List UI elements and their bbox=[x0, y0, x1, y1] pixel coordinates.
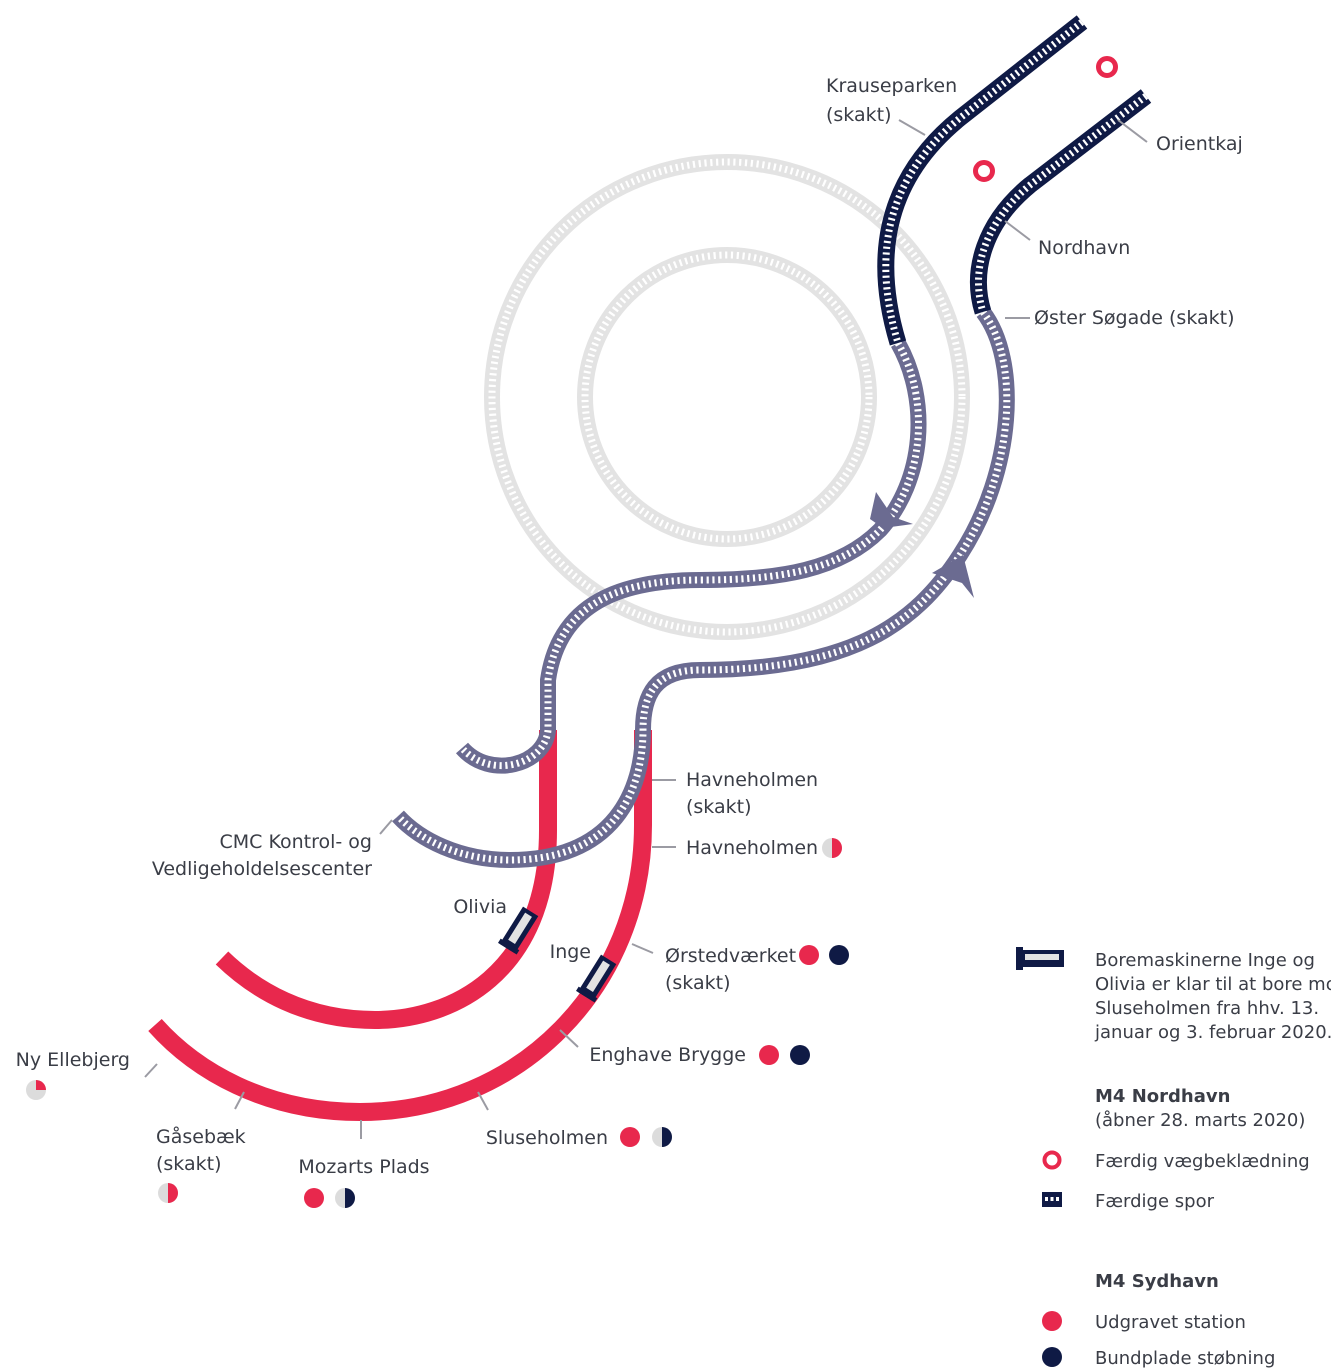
base-slab-icon bbox=[1042, 1347, 1062, 1367]
label-nordhavn: Nordhavn bbox=[1038, 237, 1130, 259]
legend-spor: Færdige spor bbox=[1095, 1191, 1215, 1212]
gasebaek-partial-excavated-icon bbox=[158, 1183, 178, 1203]
label-oster-sogade: Øster Søgade (skakt) bbox=[1034, 307, 1235, 329]
mozarts-plads-excavated-icon bbox=[304, 1188, 324, 1208]
purple-track-sections bbox=[392, 307, 1015, 869]
nordhavn-lining-ring-icon bbox=[973, 160, 995, 182]
mozarts-plads-partial-base-slab-icon bbox=[335, 1188, 355, 1208]
finished-track-icon bbox=[1042, 1192, 1062, 1207]
legend-bundplade: Bundplade støbning bbox=[1095, 1348, 1275, 1369]
purple-track-b-ties bbox=[395, 309, 1011, 864]
legend-tbm-line-4: januar og 3. februar 2020. bbox=[1094, 1022, 1331, 1043]
orstedvaerket-base-slab-icon bbox=[829, 945, 849, 965]
label-krauseparken: Krauseparken bbox=[826, 75, 957, 97]
label-havneholmen: Havneholmen bbox=[686, 837, 818, 859]
label-sluseholmen: Sluseholmen bbox=[486, 1127, 608, 1149]
enghave-brygge-excavated-icon bbox=[759, 1045, 779, 1065]
sydhavn-red-sections bbox=[148, 730, 652, 1122]
navy-track-a-ties bbox=[882, 19, 1085, 345]
tunnel-boring-machine-icon bbox=[1016, 947, 1064, 970]
legend-udgravet: Udgravet station bbox=[1095, 1312, 1246, 1333]
station-status-icons bbox=[26, 838, 849, 1208]
label-mozarts-plads: Mozarts Plads bbox=[298, 1156, 429, 1178]
excavated-station-icon bbox=[1042, 1311, 1062, 1331]
orientkaj-lining-ring-icon bbox=[1096, 56, 1118, 78]
label-cmc-2: Vedligeholdelsescenter bbox=[152, 858, 372, 880]
navy-track-b bbox=[970, 89, 1152, 315]
label-orstedvaerket-skakt: (skakt) bbox=[665, 972, 731, 994]
label-inge: Inge bbox=[550, 941, 591, 963]
label-orstedvaerket: Ørstedværket bbox=[665, 945, 796, 967]
legend-sydhavn-title: M4 Sydhavn bbox=[1095, 1271, 1219, 1292]
wall-lining-ring-icon bbox=[1042, 1150, 1062, 1170]
direction-arrow-up bbox=[932, 555, 974, 598]
navy-track-b-ties bbox=[975, 93, 1149, 314]
legend-tbm-line-3: Sluseholmen fra hhv. 13. bbox=[1095, 998, 1319, 1019]
label-ny-ellebjerg: Ny Ellebjerg bbox=[16, 1049, 130, 1071]
legend-nordhavn-subtitle: (åbner 28. marts 2020) bbox=[1095, 1110, 1305, 1131]
leader-lines bbox=[144, 119, 1148, 1139]
orstedvaerket-excavated-icon bbox=[799, 945, 819, 965]
tbm-inge-icon bbox=[576, 954, 617, 1003]
label-gasebaek: Gåsebæk bbox=[156, 1125, 246, 1148]
label-havneholmen-skakt: Havneholmen bbox=[686, 769, 818, 791]
red-outer-track bbox=[148, 730, 652, 1122]
label-olivia: Olivia bbox=[453, 896, 507, 918]
label-orientkaj: Orientkaj bbox=[1156, 133, 1243, 155]
label-gasebaek-skakt: (skakt) bbox=[156, 1153, 222, 1175]
legend-vaegbeklaedning: Færdig vægbeklædning bbox=[1095, 1151, 1310, 1172]
outer-ring-ties bbox=[488, 158, 966, 636]
sluseholmen-partial-base-slab-icon bbox=[652, 1127, 672, 1147]
inner-ring-ties bbox=[581, 251, 873, 543]
legend: Boremaskinerne Inge og Olivia er klar ti… bbox=[1016, 947, 1331, 1369]
purple-track-a-ties bbox=[459, 341, 922, 769]
legend-tbm-line-2: Olivia er klar til at bore mod bbox=[1095, 974, 1331, 995]
nordhavn-navy-tracks bbox=[877, 15, 1152, 346]
label-cmc: CMC Kontrol- og bbox=[220, 831, 372, 853]
label-enghave-brygge: Enghave Brygge bbox=[589, 1044, 746, 1066]
purple-track-a bbox=[455, 339, 927, 774]
tbm-olivia-icon bbox=[498, 906, 539, 955]
ny-ellebjerg-partial-excavated-icon bbox=[26, 1080, 46, 1100]
map-labels: Krauseparken (skakt) Orientkaj Nordhavn … bbox=[16, 75, 1243, 1178]
legend-nordhavn-title: M4 Nordhavn bbox=[1095, 1086, 1230, 1107]
direction-arrow-down bbox=[870, 492, 913, 528]
wall-lining-markers bbox=[973, 56, 1118, 182]
sluseholmen-excavated-icon bbox=[620, 1127, 640, 1147]
havneholmen-partial-excavated-icon bbox=[822, 838, 842, 858]
enghave-brygge-base-slab-icon bbox=[790, 1045, 810, 1065]
circle-line-rings bbox=[484, 154, 970, 640]
legend-tbm-line-1: Boremaskinerne Inge og bbox=[1095, 950, 1315, 971]
label-havneholmen-skakt-2: (skakt) bbox=[686, 796, 752, 818]
label-krauseparken-skakt: (skakt) bbox=[826, 104, 892, 126]
